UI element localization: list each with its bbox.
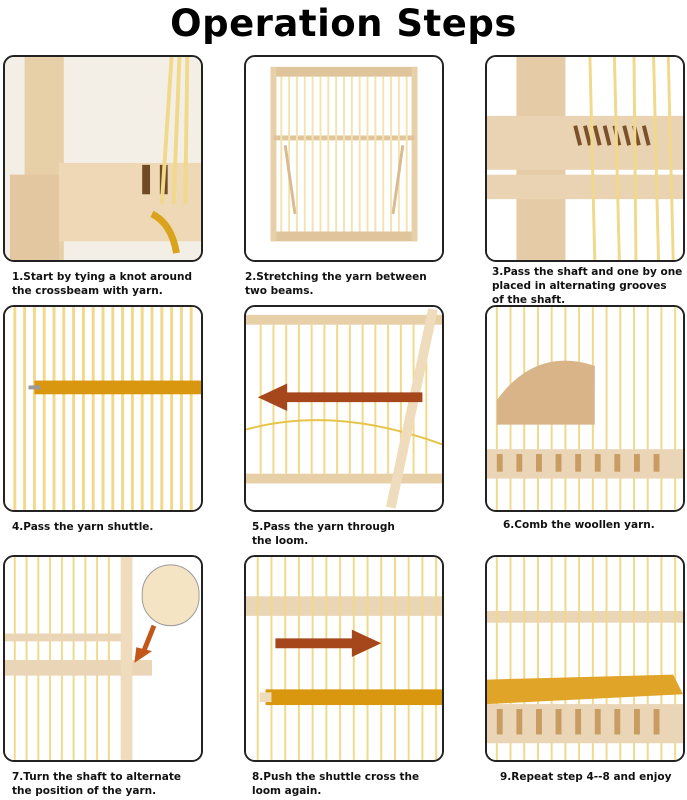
step-4-caption: 4.Pass the yarn shuttle. [12, 521, 154, 533]
page-title: Operation Steps [170, 2, 517, 45]
step-6-caption: 6.Comb the woollen yarn. [503, 519, 655, 531]
step-8-image [244, 555, 444, 762]
step-5-image [244, 305, 444, 512]
step-7-image [3, 555, 203, 762]
step-9-image [485, 555, 685, 762]
step-2-image [244, 55, 444, 262]
step-7-caption: 7.Turn the shaft to alternate the positi… [12, 771, 182, 797]
step-4-image [3, 305, 203, 512]
step-1-image [3, 55, 203, 262]
step-1-caption: 1.Start by tying a knot around the cross… [12, 271, 192, 297]
step-5-caption: 5.Pass the yarn through the loom. [252, 521, 395, 547]
step-3-caption: 3.Pass the shaft and one by one placed i… [492, 266, 683, 306]
step-3-image [485, 55, 685, 262]
step-2-caption: 2.Stretching the yarn between two beams. [245, 271, 427, 297]
step-9-caption: 9.Repeat step 4--8 and enjoy [500, 771, 672, 783]
step-8-caption: 8.Push the shuttle cross the loom again. [252, 771, 420, 797]
step-6-image [485, 305, 685, 512]
